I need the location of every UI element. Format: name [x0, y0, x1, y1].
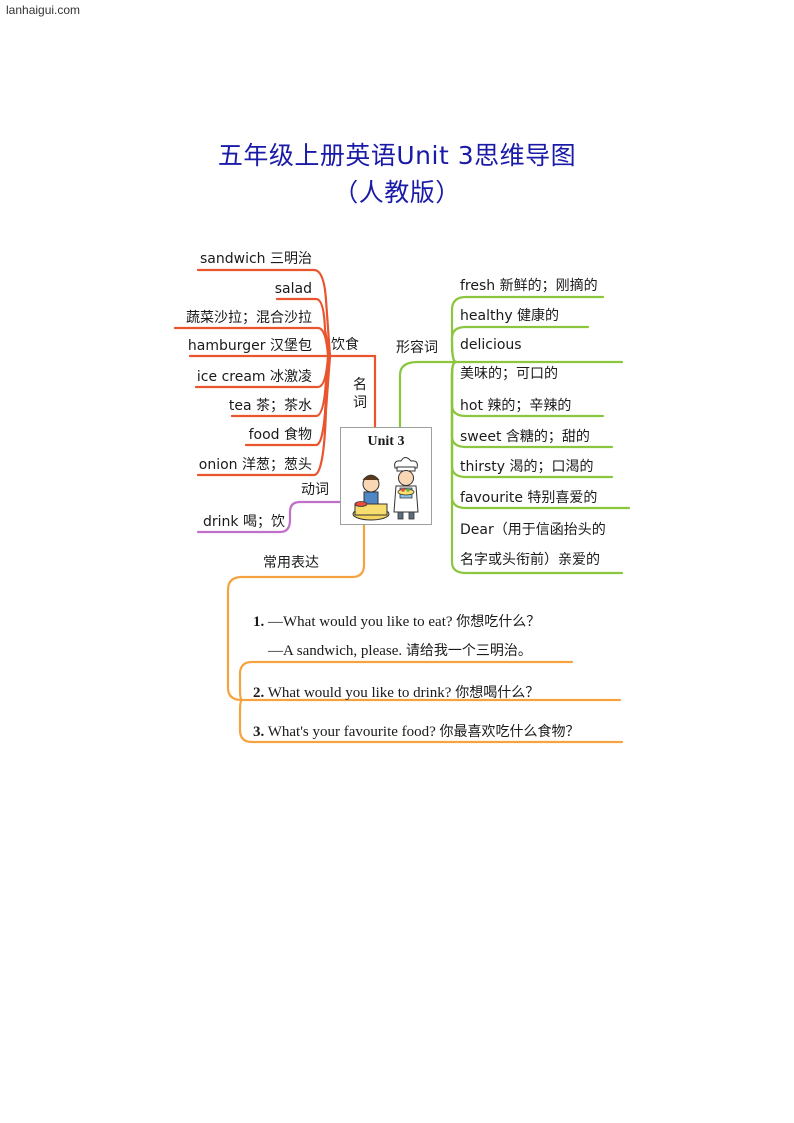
- adjective-item: Dear（用于信函抬头的: [460, 522, 606, 538]
- expression-number: 1.: [253, 614, 265, 630]
- adjective-item: fresh 新鲜的；刚摘的: [460, 278, 598, 294]
- expression-english: What's your favourite food?: [267, 724, 436, 740]
- noun-item: onion 洋葱；葱头: [198, 457, 312, 473]
- verb-branch-lines: [196, 500, 342, 534]
- expression-number: 2.: [253, 685, 265, 701]
- noun-item: sandwich 三明治: [200, 251, 312, 267]
- adjective-item: sweet 含糖的；甜的: [460, 429, 590, 445]
- page-subtitle: （人教版）: [333, 178, 461, 207]
- expression-line: 2. What would you like to drink? 你想喝什么？: [253, 682, 539, 702]
- adjective-item: healthy 健康的: [460, 308, 560, 324]
- page-title: 五年级上册英语Unit 3思维导图: [217, 141, 577, 170]
- expression-chinese: 你最喜欢吃什么食物？: [439, 724, 580, 740]
- adjective-item: thirsty 渴的；口渴的: [460, 459, 594, 475]
- site-watermark: lanhaigui.com: [6, 3, 81, 17]
- food-drink-branch-label: 饮食: [331, 337, 359, 353]
- noun-item: salad: [274, 281, 312, 297]
- noun-item: ice cream 冰激凌: [196, 369, 312, 385]
- expression-chinese: 请给我一个三明治。: [405, 643, 532, 659]
- adjective-item: 名字或头衔前）亲爱的: [460, 552, 600, 568]
- center-node: Unit 3: [340, 427, 432, 525]
- expression-line: 1. —What would you like to eat? 你想吃什么？: [253, 611, 540, 631]
- adjective-item: favourite 特别喜爱的: [460, 490, 598, 506]
- expression-chinese: 你想喝什么？: [455, 685, 540, 701]
- adjective-branch-lines: [398, 295, 631, 575]
- expressions-branch-lines: [226, 523, 624, 744]
- adjective-branch-label: 形容词: [396, 340, 438, 356]
- center-title: Unit 3: [367, 434, 405, 449]
- expression-english: —A sandwich, please.: [268, 643, 403, 659]
- expression-english: —What would you like to eat?: [268, 614, 453, 630]
- expression-line: 3. What's your favourite food? 你最喜欢吃什么食物…: [253, 721, 580, 741]
- noun-item: hamburger 汉堡包: [187, 338, 312, 354]
- verb-branch-label: 动词: [301, 482, 329, 498]
- adjective-item: delicious: [460, 337, 522, 353]
- chef-and-boy-icon: [352, 457, 419, 521]
- noun-branch-label: 名词: [353, 377, 367, 411]
- noun-item: 蔬菜沙拉；混合沙拉: [186, 310, 312, 326]
- expression-chinese: 你想吃什么？: [456, 614, 541, 630]
- noun-item: tea 茶；茶水: [228, 398, 312, 414]
- noun-item: food 食物: [248, 427, 312, 443]
- expressions-branch-label: 常用表达: [263, 555, 319, 571]
- adjective-item: 美味的；可口的: [460, 366, 558, 382]
- expression-english: What would you like to drink?: [267, 685, 452, 701]
- verb-item: drink 喝；饮: [203, 514, 285, 530]
- noun-branch-lines: [173, 268, 377, 477]
- expression-number: 3.: [253, 724, 265, 740]
- expression-line: —A sandwich, please. 请给我一个三明治。: [268, 640, 532, 660]
- adjective-item: hot 辣的；辛辣的: [460, 398, 572, 414]
